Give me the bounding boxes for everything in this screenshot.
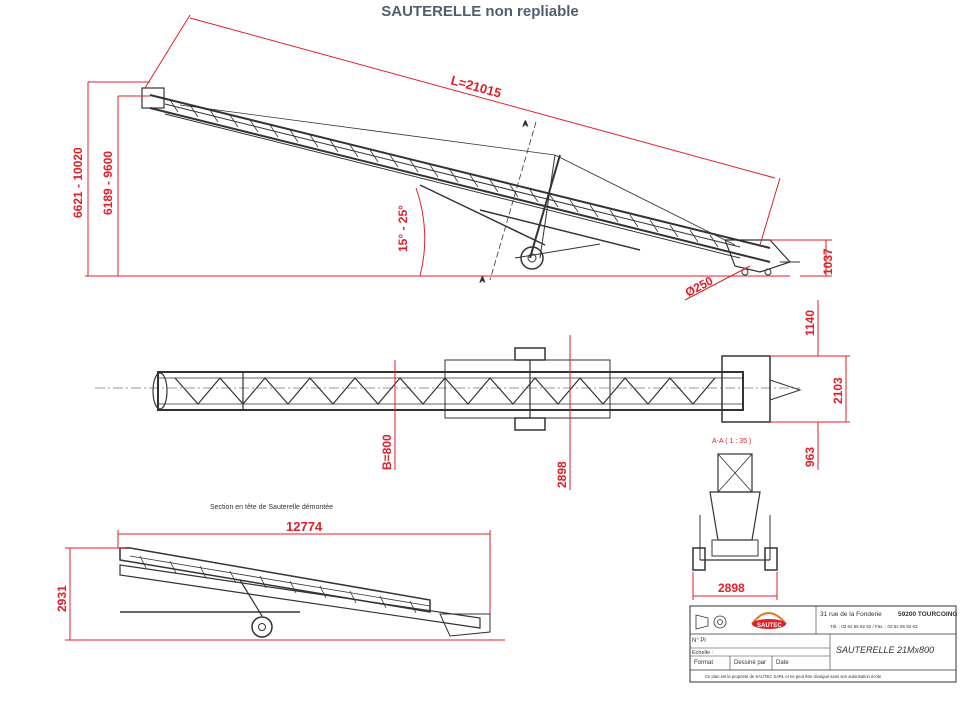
dim-height-max: 6621 - 10020 — [71, 147, 85, 218]
dim-tail — [770, 239, 832, 277]
address-street: 31 rue de la Fonderie — [820, 611, 882, 618]
drawing-label: A — [480, 277, 485, 284]
property-note: Ce plan est la propriété de SAUTEC SARL … — [705, 674, 882, 679]
front-view-label: A-A ( 1 : 35 ) — [712, 438, 751, 445]
top-conveyor-truss — [152, 347, 802, 431]
dim-belt-width: B=800 — [380, 434, 394, 470]
page-title: SAUTERELLE non repliable — [381, 3, 579, 20]
section-caption: Section en tête de Sauterelle démontée — [210, 504, 333, 511]
scale-label: Echelle : — [692, 650, 714, 656]
format-label: Format — [694, 660, 713, 666]
side-view: A A L=21015 6621 - 10020 6189 - 9600 15°… — [71, 14, 835, 301]
dim-length — [144, 14, 781, 246]
top-view: 1140 2103 963 B=800 2898 — [95, 300, 850, 490]
section-view: Section en tête de Sauterelle démontée 1… — [55, 504, 505, 641]
drawing-label: A — [523, 121, 528, 128]
dim-section-length: 12774 — [286, 519, 323, 534]
side-conveyor-truss — [141, 87, 800, 276]
dim-2898-top: 2898 — [555, 461, 569, 488]
dim-heights — [87, 81, 150, 276]
dim-963: 963 — [803, 447, 817, 467]
address-city: 59200 TOURCOING — [898, 611, 957, 618]
dim-tail-height: 1037 — [821, 248, 835, 275]
section-dims — [65, 530, 505, 641]
dim-diameter: Ø250 — [683, 273, 716, 299]
drawing-name: SAUTERELLE 21Mx800 — [836, 645, 934, 655]
phone-fax: Tél. : 03 62 65 82 62 / Fax. : 03 62 65 … — [830, 624, 918, 629]
projection-symbol-icon — [695, 614, 727, 630]
drawn-by-label: Dessiné par — [734, 660, 766, 666]
front-dims — [692, 572, 778, 600]
dim-front-width: 2898 — [718, 581, 745, 595]
dim-angle: 15° - 25° — [396, 205, 410, 252]
section-line-a: A A — [480, 121, 537, 285]
drawing-label: SAUTEC — [757, 623, 782, 629]
front-view: A-A ( 1 : 35 ) 2898 — [692, 438, 778, 600]
side-support-structure — [179, 104, 736, 270]
sautec-logo-icon: SAUTEC — [751, 612, 787, 629]
dim-diameter-leader — [684, 265, 751, 301]
dim-2103: 2103 — [831, 377, 845, 404]
dim-section-height: 2931 — [55, 585, 69, 612]
plan-number-label: N° Pl — [692, 638, 706, 644]
dim-angle-arc — [415, 187, 426, 277]
dim-1140: 1140 — [803, 310, 817, 336]
section-conveyor — [119, 547, 491, 638]
top-dims — [394, 300, 850, 490]
dim-height-min: 6189 - 9600 — [101, 151, 115, 215]
date-label: Date — [776, 660, 789, 666]
title-block: SAUTEC 31 rue de la Fonderie 59200 TOURC… — [689, 605, 957, 683]
front-structure — [692, 453, 778, 571]
